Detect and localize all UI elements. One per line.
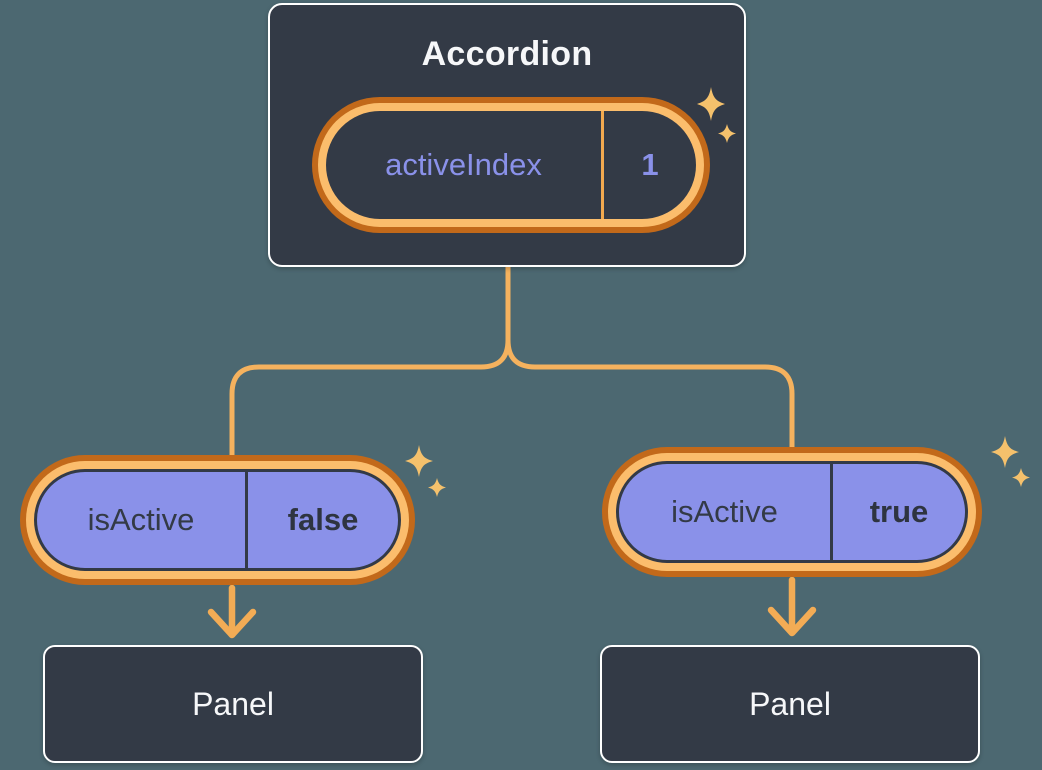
right-prop-pill-body: isActive true — [616, 461, 968, 563]
left-prop-pill-body: isActive false — [34, 469, 401, 571]
left-arrow-head — [207, 608, 257, 639]
state-pill-inner-ring: activeIndex 1 — [318, 103, 704, 227]
right-arrow-head — [767, 606, 817, 637]
right-prop-name: isActive — [671, 494, 778, 529]
left-prop-pill-inner-ring: isActive false — [26, 461, 409, 579]
sparkles-icon — [405, 445, 446, 497]
right-panel-label: Panel — [749, 685, 831, 722]
sparkles-icon — [991, 436, 1030, 487]
left-prop-pill: isActive false — [20, 455, 415, 585]
tree-right-branch-line — [505, 339, 795, 460]
state-value: 1 — [641, 147, 659, 182]
state-pill-divider — [601, 111, 604, 219]
left-prop-name: isActive — [87, 502, 195, 537]
accordion-node: Accordion activeIndex 1 — [268, 3, 746, 267]
state-name: activeIndex — [385, 147, 542, 182]
accordion-title: Accordion — [421, 35, 593, 73]
left-panel-node: Panel — [43, 645, 423, 763]
right-prop-value: true — [869, 494, 929, 529]
tree-left-branch-line — [229, 339, 511, 470]
right-prop-divider — [830, 464, 833, 560]
left-panel-label: Panel — [192, 685, 274, 722]
state-pill-body: activeIndex 1 — [326, 111, 696, 219]
left-prop-divider — [245, 472, 248, 568]
right-prop-pill: isActive true — [602, 447, 982, 577]
left-prop-value: false — [287, 502, 359, 537]
right-panel-node: Panel — [600, 645, 980, 763]
state-pill: activeIndex 1 — [312, 97, 710, 233]
right-prop-pill-inner-ring: isActive true — [608, 453, 976, 571]
